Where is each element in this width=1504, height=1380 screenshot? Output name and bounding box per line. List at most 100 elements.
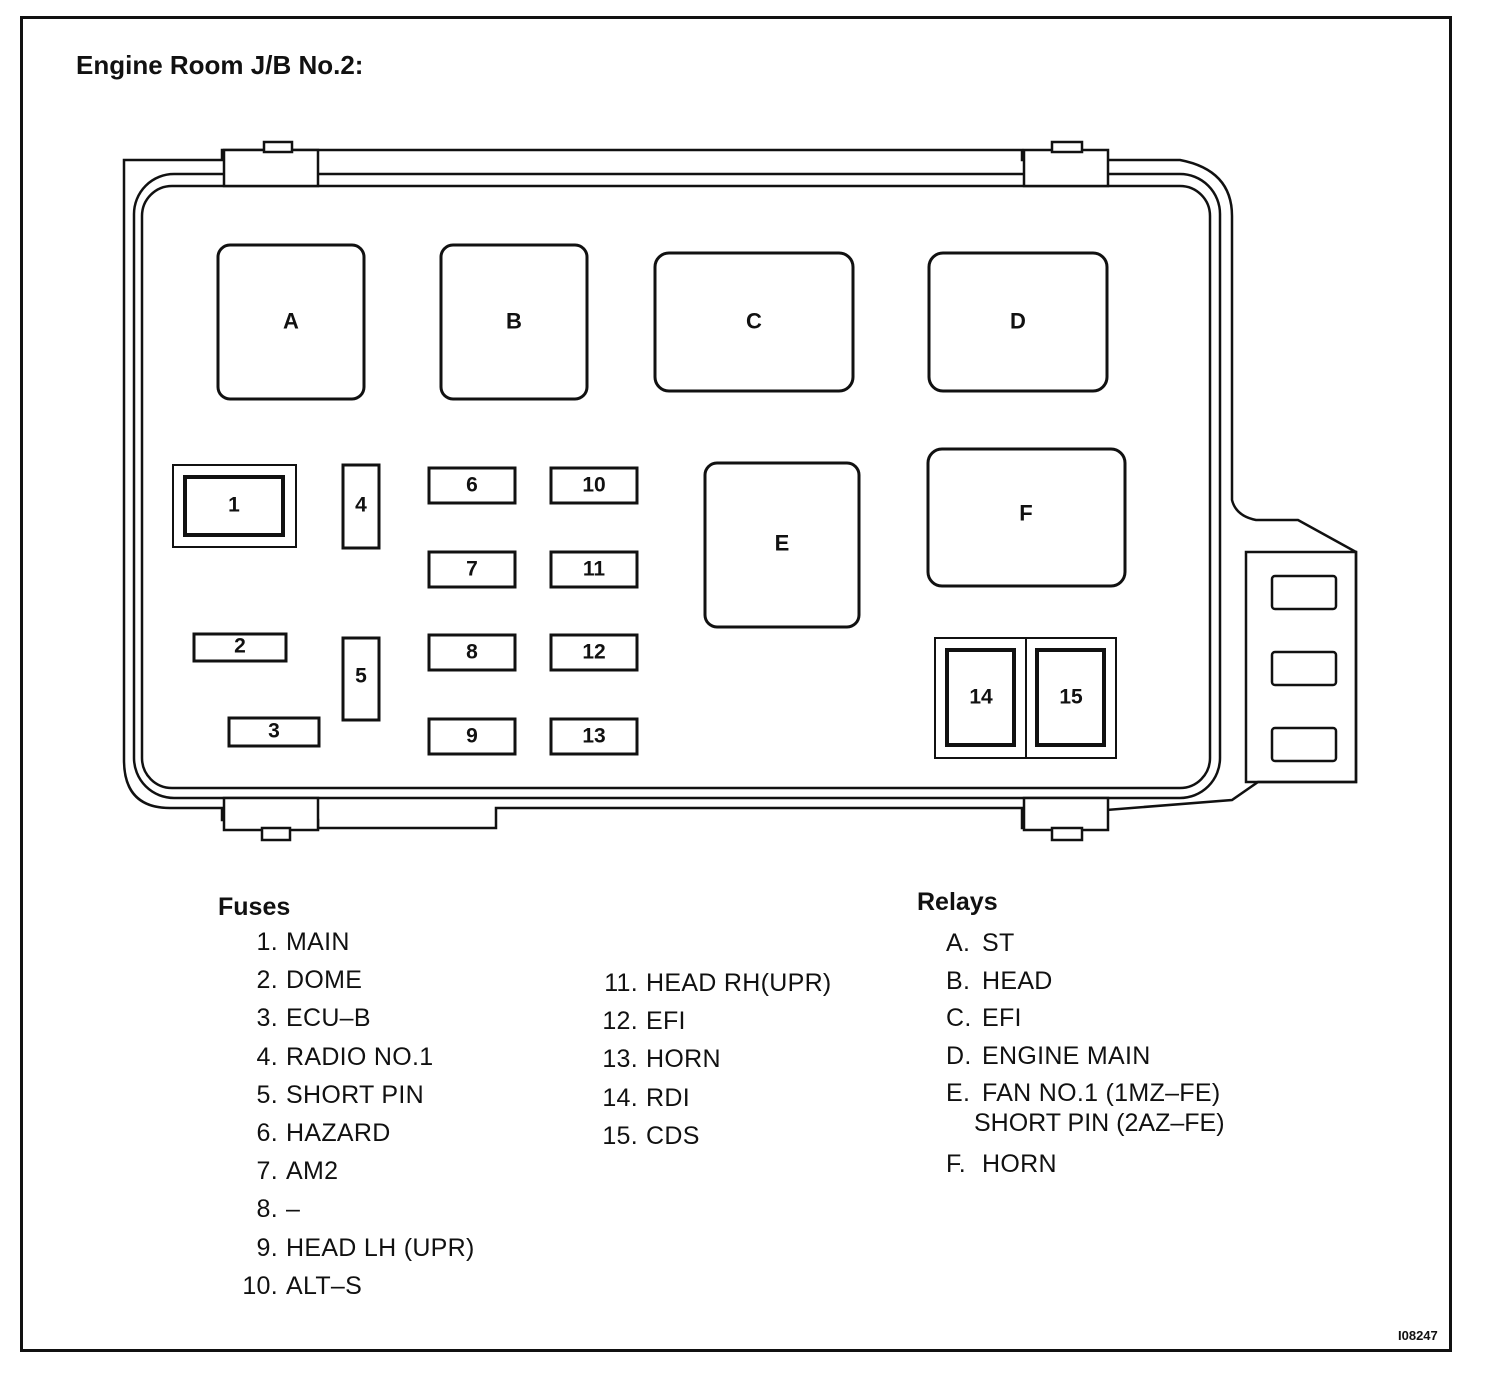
fuse-name: MAIN [286,928,350,956]
list-item: 1. MAIN [228,928,475,966]
relay-name: ENGINE MAIN [982,1041,1151,1070]
relay-letter: C. [946,1004,972,1032]
fuse-1-label: 1 [228,494,240,517]
fuse-8 [427,633,517,672]
relay-a-label: A [283,309,299,334]
list-item: 8.– [228,1195,475,1233]
fuses-list-col1: 1.MAIN 2.DOME 3.ECU–B 4.RADIO NO.1 5.SHO… [228,928,475,1310]
relay-name: HORN [982,1150,1057,1178]
relay-name: HEAD [982,966,1053,995]
latch-bottom-left-tab [260,826,292,842]
fuse-number: 8. [256,1195,278,1224]
figure-frame [20,16,1452,1352]
fuse-number: 1. [256,928,278,956]
fuse-name: AM2 [286,1157,339,1186]
relay-name: FAN NO.1 (1MZ–FE) [982,1079,1221,1107]
fuse-number: 6. [256,1118,278,1147]
fuse-12-label: 12 [582,641,605,664]
fuse-number: 14. [602,1083,638,1112]
relay-e [703,461,861,629]
list-item: 13.HORN [590,1045,832,1083]
latch-bottom-right-tab [1050,826,1084,842]
relay-letter: F. [946,1150,967,1178]
fuse-15 [1035,648,1106,747]
list-item: F. HORN [946,1150,1057,1188]
fuses-list-col2: 11.HEAD RH(UPR) 12.EFI 13.HORN 14.RDI 15… [590,969,832,1160]
relay-f-label: F [1019,501,1032,526]
relays-heading: Relays [917,888,998,916]
relay-e-subline-wrap: SHORT PIN (2AZ–FE) [946,1108,1225,1145]
side-slot-1 [1270,574,1338,611]
fuse-11 [549,550,639,589]
relay-f [926,447,1127,588]
list-item: E. FAN NO.1 (1MZ–FE) [946,1079,1220,1117]
list-item: 9.HEAD LH (UPR) [228,1234,475,1272]
fuses-heading: Fuses [218,893,291,921]
fuse-4 [341,463,381,550]
list-item: 14. RDI [590,1084,832,1122]
relay-letter: B. [946,966,971,995]
fuse-14-label: 14 [969,686,993,709]
relay-name: ST [982,929,1015,957]
fuse-number: 13. [602,1045,638,1074]
fuse-name: HEAD RH(UPR) [646,969,832,997]
list-item: 5.SHORT PIN [228,1081,475,1119]
housing-outline [122,148,1358,830]
fuse-13 [549,717,639,756]
housing-inner-1 [132,172,1222,800]
latch-top-right [1022,148,1110,188]
fuse-name: CDS [646,1121,700,1150]
fuse-1 [183,475,285,537]
fuse-15-label: 15 [1059,686,1083,709]
fuse-number: 2. [256,966,278,995]
fuse-name: RADIO NO.1 [286,1042,434,1071]
relay-d [927,251,1109,393]
fuse-number: 3. [256,1004,278,1033]
fuse-name: – [286,1195,301,1224]
fuse-9 [427,717,517,756]
list-item: 10. ALT–S [228,1272,475,1310]
fuse-2 [192,632,288,663]
latch-top-right-tab [1050,140,1084,154]
list-item: 3. ECU–B [228,1004,475,1042]
list-item: 7. AM2 [228,1157,475,1195]
fuse-5-label: 5 [355,665,367,688]
fuse-6 [427,466,517,505]
fuse-number: 7. [256,1157,278,1186]
fuse-name: HAZARD [286,1118,391,1147]
fuse-name: EFI [646,1007,686,1036]
fuse-12 [549,633,639,672]
fuse-number: 5. [256,1080,278,1109]
fuse-number: 15. [602,1121,638,1150]
page-title: Engine Room J/B No.2: [76,50,364,80]
relay-name: EFI [982,1004,1022,1032]
relay-d-label: D [1010,309,1026,334]
fuse-5 [341,636,381,722]
list-item: 4.RADIO NO.1 [228,1043,475,1081]
fuse-name: ECU–B [286,1004,371,1033]
fuse-9-label: 9 [466,725,478,748]
fuse-4-label: 4 [355,494,367,517]
side-connector [1244,550,1358,784]
relays-list-last: F. HORN [946,1150,1057,1188]
fuse-name: RDI [646,1083,690,1112]
relay-e-label: E [775,531,790,556]
list-item: 11.HEAD RH(UPR) [590,969,832,1007]
fuse-11-label: 11 [583,558,606,581]
relay-letter: E. [946,1079,971,1107]
side-slot-3 [1270,726,1338,763]
relay-e-subline: SHORT PIN (2AZ–FE) [974,1109,1225,1137]
junction-block-diagram: A B C D E F 1 2 3 4 5 6 7 8 9 10 [122,140,1358,842]
relay-letter: D. [946,1041,972,1070]
latch-top-left [222,148,320,188]
fuse-name: ALT–S [286,1271,363,1300]
list-item: C. EFI [946,1004,1220,1042]
fuse-number: 10. [242,1271,278,1300]
fuse-13-label: 13 [582,725,605,748]
latch-bottom-left [222,796,320,832]
list-item: A.ST [946,929,1220,967]
figure-code: I08247 [1398,1328,1438,1343]
relay-b [439,243,589,401]
list-item: 15. CDS [590,1122,832,1160]
fuse-7-label: 7 [466,558,478,581]
